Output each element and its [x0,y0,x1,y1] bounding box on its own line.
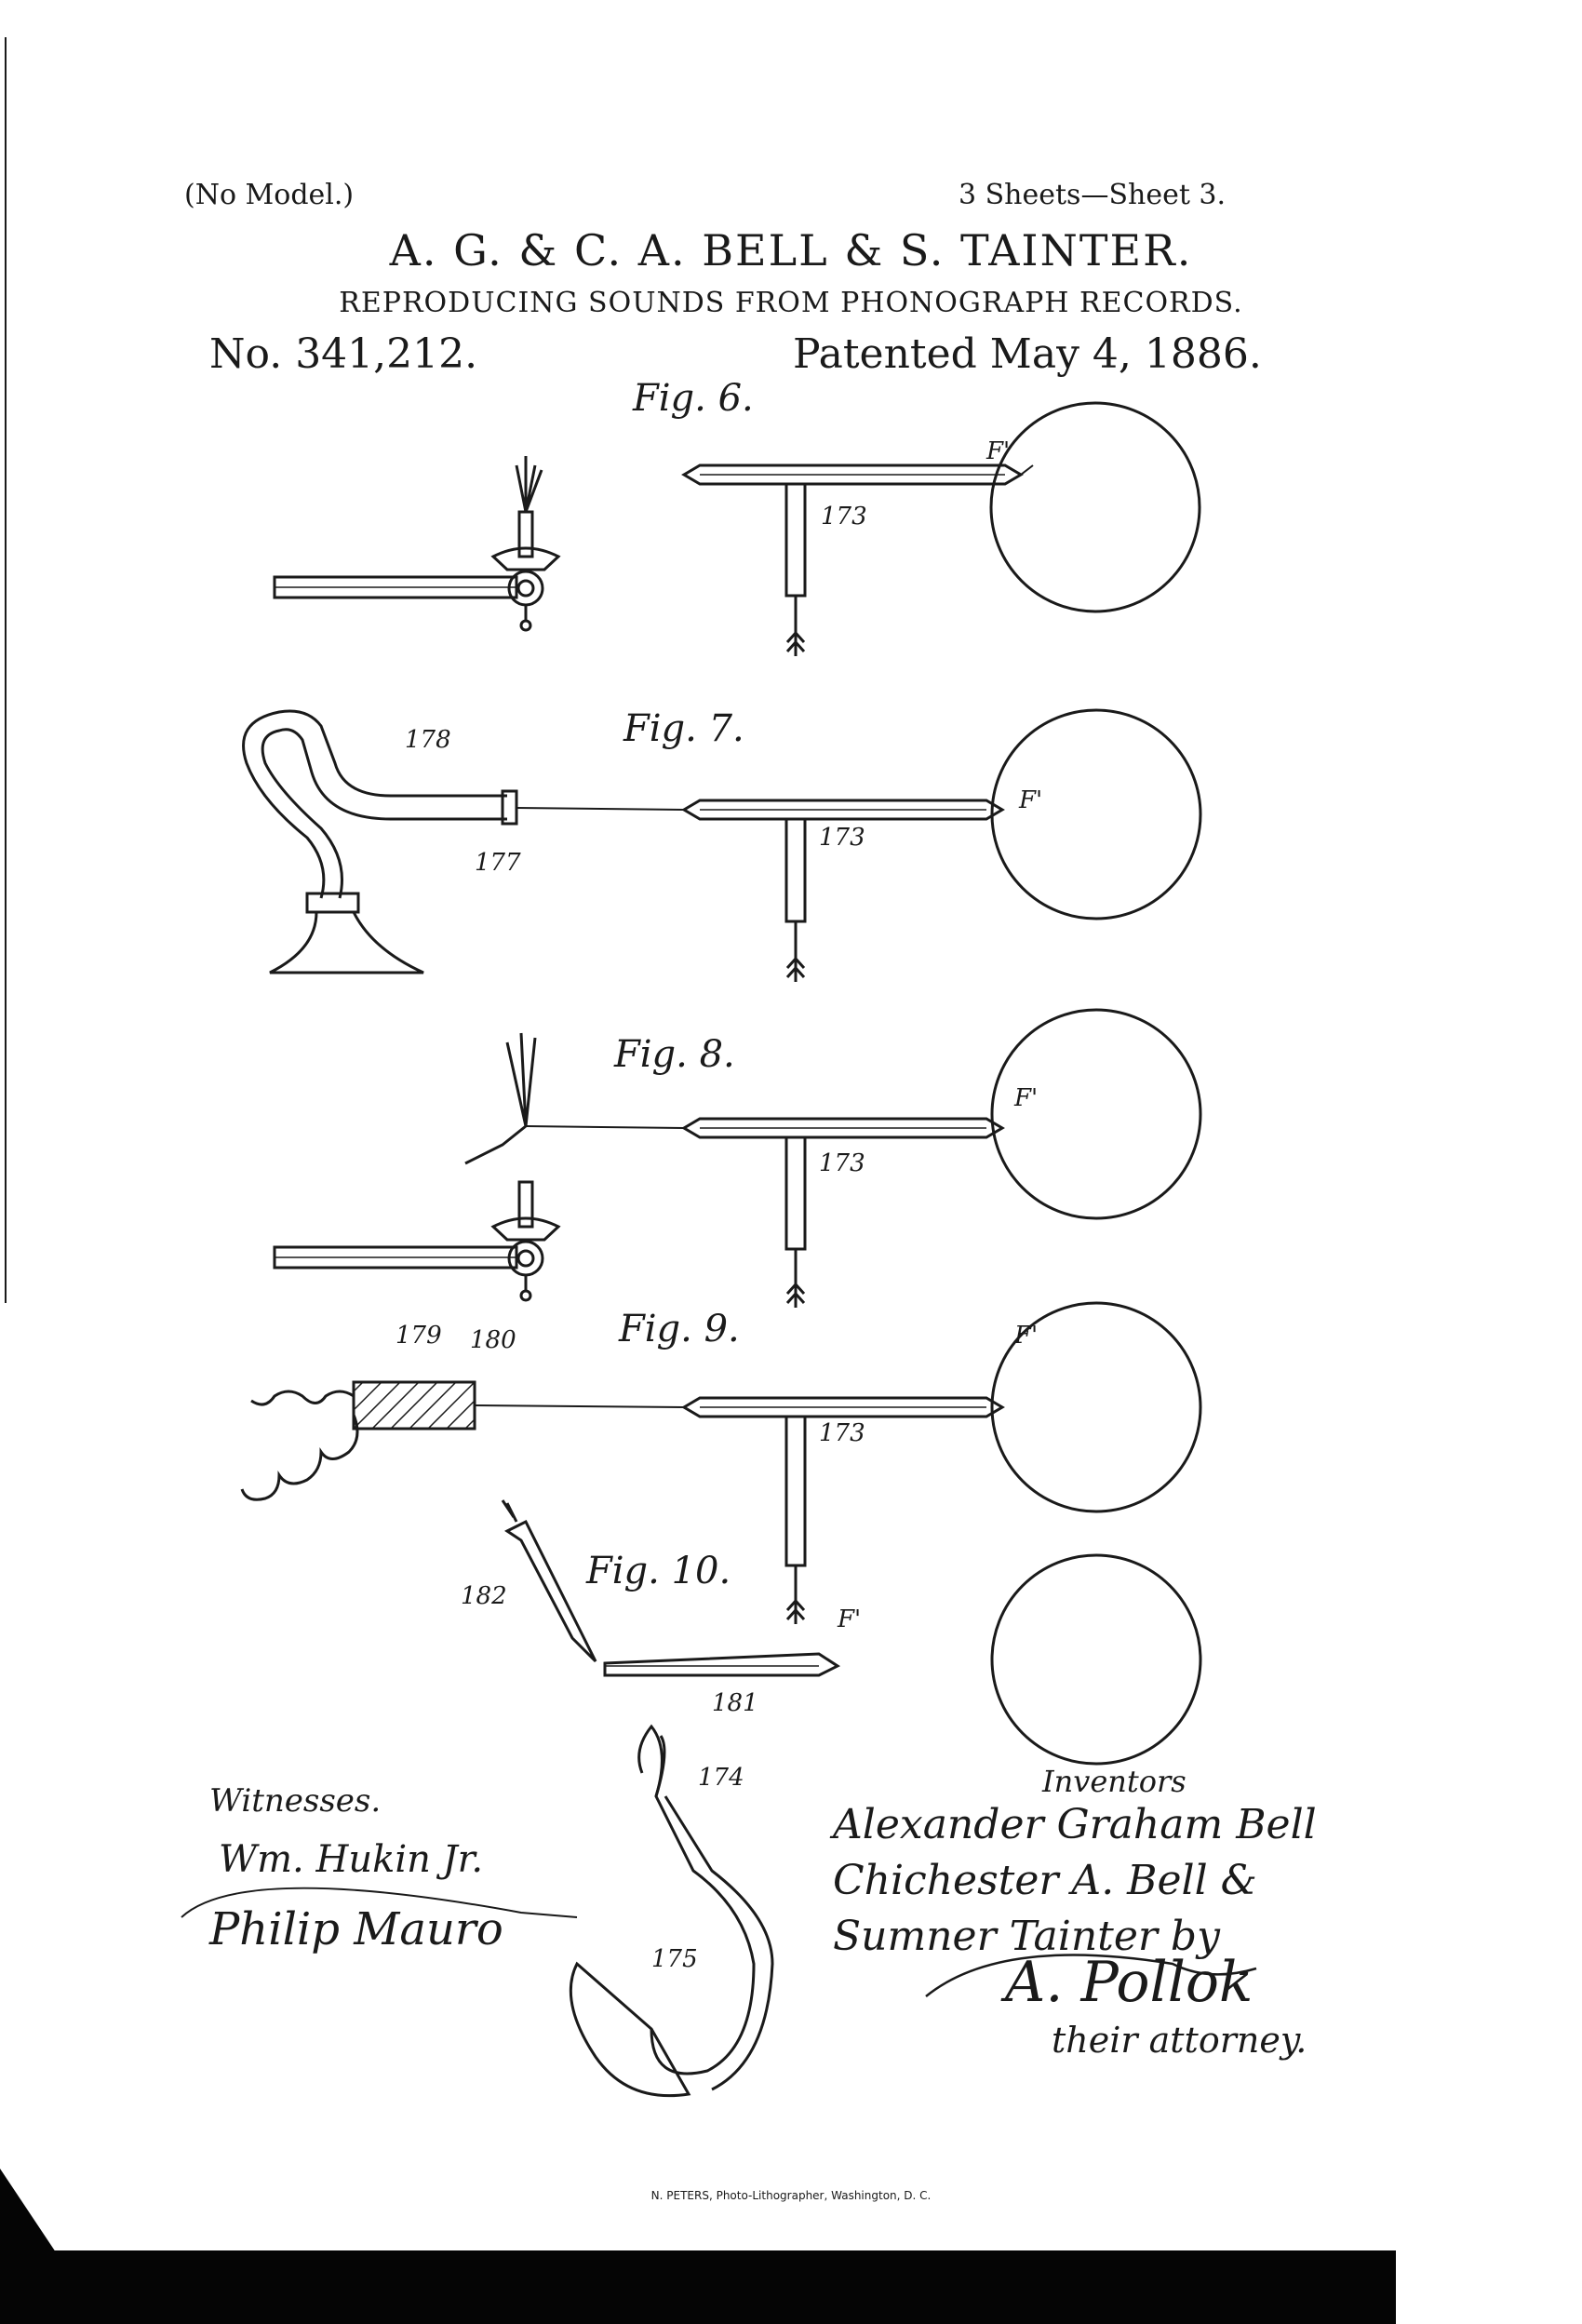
label-177: 177 [475,849,521,877]
witnesses-label: Witnesses. [209,1782,382,1820]
diaphragm-circle-fig10 [990,1553,1202,1766]
diaphragm-circle-fig9 [990,1301,1202,1513]
label-180: 180 [470,1326,516,1354]
attorney-note: their attorney. [1052,2020,1307,2061]
label-178: 178 [405,726,451,754]
label-f-prime: F' [1014,1084,1039,1112]
attorney-signature: A. Pollok [1005,1950,1254,2015]
sheets-note: 3 Sheets—Sheet 3. [959,179,1227,211]
scan-bottom-bar [0,2250,1396,2324]
model-note: (No Model.) [184,179,355,211]
inventor-signature-3: Sumner Tainter by [833,1913,1220,1960]
label-f-prime: F' [838,1605,862,1633]
label-174: 174 [698,1764,744,1792]
witness-signature-1: Wm. Hukin Jr. [219,1838,484,1881]
witness-signature-2: Philip Mauro [209,1903,503,1955]
figure-label-7: Fig. 7. [623,707,744,750]
inventor-signature-1: Alexander Graham Bell [833,1801,1317,1848]
magnet-coil-fig9 [352,1380,476,1431]
label-182: 182 [461,1582,507,1610]
hook-174 [637,1724,756,2075]
label-f-prime: F' [986,437,1011,465]
label-f-prime: F' [1014,1322,1039,1350]
diaphragm-circle-fig6 [989,401,1201,613]
label-179: 179 [396,1322,442,1350]
label-173: 173 [819,1419,865,1447]
figure-label-9: Fig. 9. [619,1308,740,1350]
printer-credit: N. PETERS, Photo-Lithographer, Washingto… [650,2189,932,2202]
trumpet-fig7 [269,910,424,974]
label-175: 175 [651,1945,698,1973]
patent-date: Patented May 4, 1886. [793,330,1262,378]
patent-number: No. 341,212. [209,330,478,378]
tube-vertical-fig6 [784,482,807,598]
inventor-signature-2: Chichester A. Bell & [833,1857,1257,1904]
label-181: 181 [712,1689,758,1717]
pencil-182 [504,1519,597,1663]
label-f-prime: F' [1019,786,1043,814]
figure-label-8: Fig. 8. [614,1033,735,1076]
diaphragm-circle-fig8 [990,1008,1202,1220]
tube-horizontal-fig7 [681,799,1005,821]
label-173: 173 [819,1149,865,1177]
hook-tube-fig7 [242,709,507,899]
scan-edge-wedge [0,2169,56,2252]
diaphragm-circle-fig7 [990,708,1202,920]
figure-label-10: Fig. 10. [586,1550,731,1592]
label-173: 173 [819,824,865,852]
patent-subtitle: REPRODUCING SOUNDS FROM PHONOGRAPH RECOR… [339,287,1243,319]
label-173: 173 [821,503,867,531]
figure-label-6: Fig. 6. [633,377,754,420]
inventors-label: Inventors [1042,1764,1186,1799]
trumpet-175 [569,1961,691,2098]
inventors-title: A. G. & C. A. BELL & S. TAINTER. [389,225,1193,275]
